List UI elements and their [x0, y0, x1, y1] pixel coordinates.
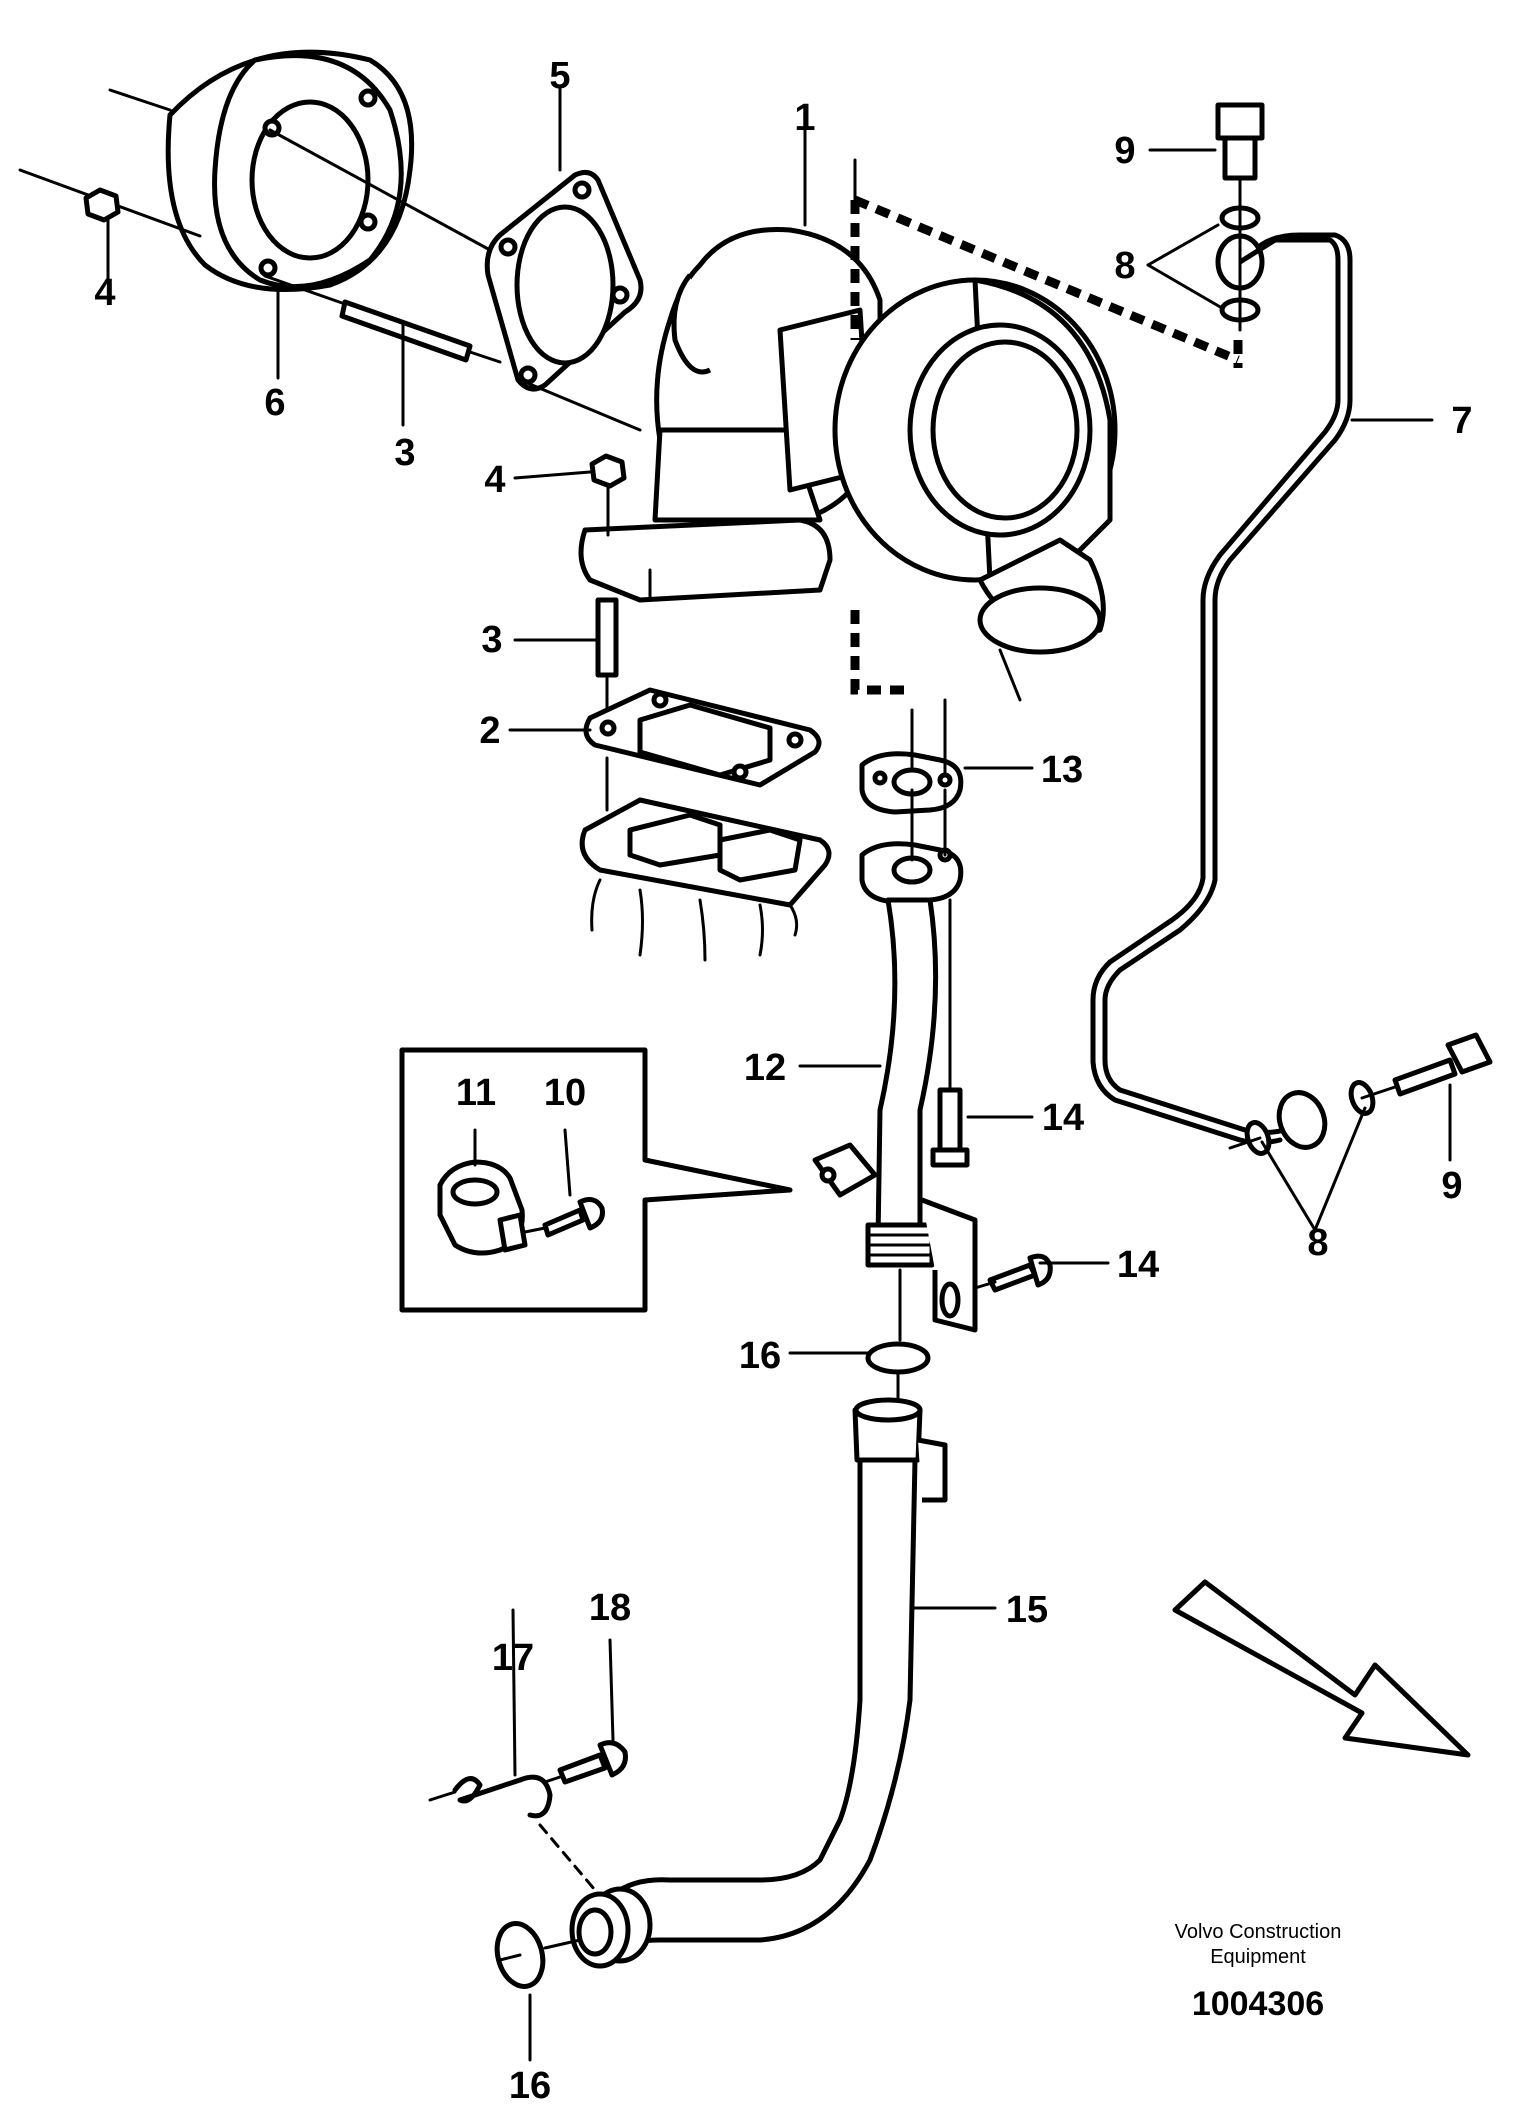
- banjo-bolt-part-9-top: [1215, 102, 1265, 332]
- callout-8-bottom: 8: [1307, 1222, 1328, 1264]
- callout-16-lower: 16: [509, 2065, 551, 2107]
- callout-9-top: 9: [1114, 130, 1135, 172]
- footer: Volvo Construction Equipment 1004306: [1175, 1921, 1342, 2023]
- gasket-part-5: [268, 128, 644, 432]
- dashed-reference-lines: [850, 158, 1243, 695]
- callout-5: 5: [549, 55, 570, 97]
- company-name-line1: Volvo Construction: [1175, 1921, 1342, 1943]
- o-ring-part-16-lower: [494, 1921, 582, 2062]
- bolt-part-18: [543, 1638, 628, 1785]
- banjo-bolt-part-9-bottom: [1360, 1032, 1493, 1100]
- callout-14-lower: 14: [1117, 1244, 1159, 1286]
- callout-3-middle: 3: [481, 619, 502, 661]
- callout-15: 15: [1006, 1589, 1048, 1631]
- oil-return-pipe-part-15: [569, 1397, 948, 1969]
- callout-11: 11: [456, 1072, 496, 1114]
- callout-1: 1: [794, 97, 815, 139]
- bolt-part-14-upper: [930, 898, 970, 1168]
- stud-part-3: [263, 274, 502, 364]
- callout-4-middle: 4: [484, 459, 505, 501]
- oil-return-pipe-part-12: [812, 897, 978, 1333]
- oil-feed-pipe-part-7: [1090, 232, 1353, 1145]
- callout-9-bottom: 9: [1441, 1165, 1462, 1207]
- callout-14-upper: 14: [1042, 1097, 1084, 1139]
- turbocharger-part-1: [578, 226, 1118, 702]
- inset-detail-box: [399, 1047, 793, 1313]
- callout-6: 6: [264, 382, 285, 424]
- nut-part-4-middle: [589, 453, 627, 537]
- nut-part-4: [18, 168, 202, 238]
- callout-10: 10: [544, 1072, 586, 1114]
- o-ring-part-16-upper: [865, 1268, 931, 1402]
- company-name-line2: Equipment: [1210, 1946, 1306, 1968]
- callout-4-left: 4: [94, 272, 115, 314]
- gasket-part-13: [859, 698, 964, 815]
- callout-3-top: 3: [394, 432, 415, 474]
- drawing-number: 1004306: [1192, 1985, 1324, 2023]
- manifold-flange: [579, 797, 832, 962]
- callout-18: 18: [589, 1587, 631, 1629]
- callout-8-top: 8: [1114, 245, 1135, 287]
- bolt-part-14-lower: [973, 1253, 1053, 1293]
- banjo-fitting-top: [1215, 205, 1277, 323]
- banjo-fitting-bottom: [1228, 1080, 1376, 1156]
- leader-lines: [106, 86, 1452, 1610]
- oil-return-flange: [859, 788, 964, 905]
- callout-13: 13: [1041, 749, 1083, 791]
- callout-12: 12: [744, 1047, 786, 1089]
- clip-part-17: [428, 1608, 597, 1892]
- callout-7: 7: [1451, 400, 1472, 442]
- callout-labels: 5 1 9 8 4 6 3 4 7 3 2 13 12 11 10 14 14 …: [94, 55, 1472, 2107]
- gasket-part-2: [583, 687, 822, 812]
- callout-2: 2: [479, 710, 500, 752]
- callout-17: 17: [492, 1637, 534, 1679]
- exhaust-flange-part-6: [108, 49, 415, 292]
- direction-arrow-icon: [1172, 1579, 1471, 1758]
- callout-16-upper: 16: [739, 1335, 781, 1377]
